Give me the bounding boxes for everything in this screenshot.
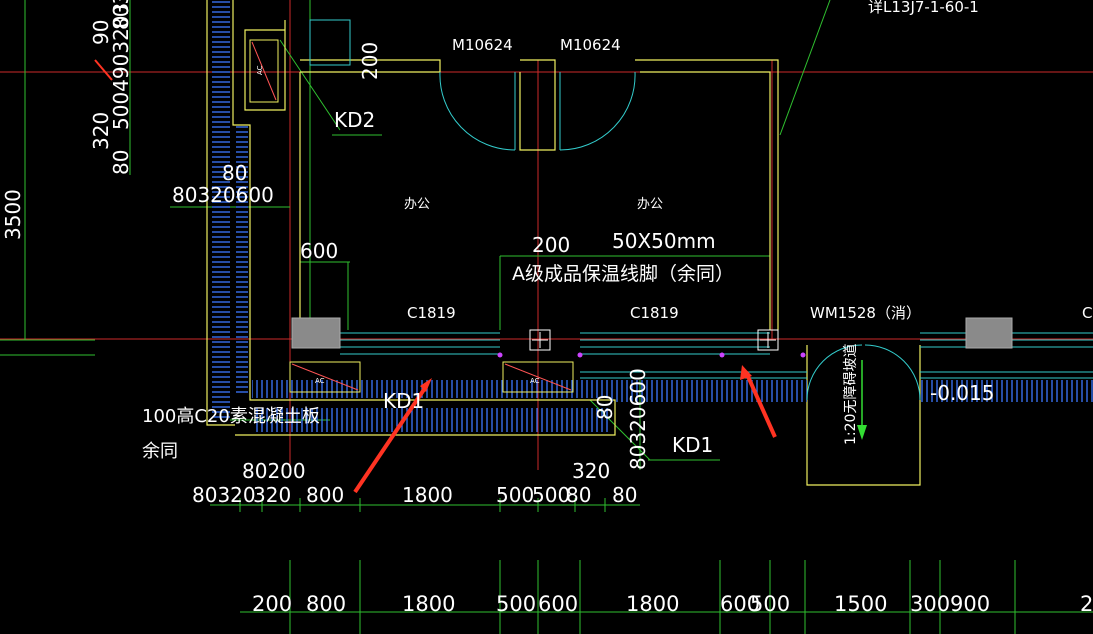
label-level: -0.015	[930, 381, 994, 405]
axis-lines	[0, 0, 1093, 470]
dim-row1-b: 320	[572, 459, 610, 483]
dim-row3-1: 800	[306, 592, 346, 616]
label-slab-note: 100高C20素混凝土板	[142, 406, 320, 427]
dim-row2-6: 80	[566, 483, 591, 507]
dim-vert-e: 80	[109, 150, 133, 175]
dim-row3-10: 900	[950, 592, 990, 616]
dim-top-200: 200	[358, 42, 382, 80]
label-door-left: M10624	[452, 36, 513, 54]
dim-row3-3: 500	[496, 592, 536, 616]
label-kd-bottom-left: KD1	[383, 389, 424, 413]
dimension-texts: 3500 90 5004903203 8032 320 80 200 80 80…	[1, 0, 650, 483]
arrow-small	[94, 59, 113, 81]
label-door-right: M10624	[560, 36, 621, 54]
label-ac-right: AC	[530, 377, 540, 385]
windows	[340, 332, 1093, 379]
label-ac-left: AC	[315, 377, 325, 385]
label-window-partial: C	[1082, 304, 1092, 322]
label-ac-top: AC	[256, 65, 264, 75]
dim-inner-stack: 80320600	[172, 183, 274, 207]
dim-row3-4: 600	[538, 592, 578, 616]
dim-row3-7: 500	[750, 592, 790, 616]
dim-inner-80: 80	[222, 161, 247, 185]
label-room-right: 办公	[637, 197, 663, 212]
dim-row2-1: 320	[253, 483, 291, 507]
dim-vert-c: 8032	[109, 0, 133, 30]
dim-row2-0: 80320	[192, 483, 256, 507]
dim-vertical-left: 3500	[1, 189, 25, 240]
nodes	[497, 352, 806, 358]
dim-row2-5: 500	[532, 483, 570, 507]
dim-row2-7: 80	[612, 483, 637, 507]
arrow-right	[744, 371, 777, 438]
text-labels: M10624 M10624 办公 办公 C1819 C1819 C WM1528…	[142, 0, 1092, 462]
columns	[291, 317, 1013, 351]
dim-vert-d: 320	[89, 112, 113, 150]
ac-units	[249, 39, 574, 393]
dim-row2-3: 1800	[402, 483, 453, 507]
label-kd-top: KD2	[334, 108, 375, 132]
walls	[206, 0, 921, 486]
dim-600: 600	[300, 239, 338, 263]
dim-200-mid: 200	[532, 233, 570, 257]
label-window-left: C1819	[407, 304, 456, 322]
doors	[309, 19, 921, 401]
ramp	[857, 360, 867, 440]
dim-row3-8: 1500	[834, 592, 887, 616]
label-kd-bottom-right: KD1	[672, 433, 713, 457]
label-slab-note-tail: 余同	[142, 441, 178, 462]
dim-right-vert: 80320600	[626, 368, 650, 470]
arrow-left-head	[420, 378, 432, 392]
label-door-fire: WM1528（消）	[810, 304, 921, 322]
annotation-arrows	[94, 59, 777, 494]
label-room-left: 办公	[404, 197, 430, 212]
dim-vert-b: 5004903203	[109, 3, 133, 130]
dim-row3-5: 1800	[626, 592, 679, 616]
dim-row2-4: 500	[496, 483, 534, 507]
label-baseboard-note: A级成品保温线脚（余同）	[512, 263, 734, 285]
label-window-right: C1819	[630, 304, 679, 322]
dim-row3-11: 2	[1080, 592, 1093, 616]
dim-row3-2: 1800	[402, 592, 455, 616]
dim-row3-6: 600	[720, 592, 760, 616]
dimension-ticks	[239, 498, 1016, 634]
dim-row1-a: 80200	[242, 459, 306, 483]
arrow-left	[353, 386, 427, 494]
dimension-lines	[0, 0, 1093, 613]
label-ramp: 1:20无障碍坡道	[843, 344, 859, 445]
dim-row3-9: 300	[910, 592, 950, 616]
label-ref-top-right: 详L13J7-1-60-1	[868, 0, 979, 16]
dim-row3-0: 200	[252, 592, 292, 616]
arrow-right-head	[740, 365, 752, 380]
dim-vert-a: 90	[89, 20, 113, 45]
label-baseboard-size: 50X50mm	[612, 229, 716, 253]
dim-right-vert-80: 80	[593, 395, 617, 420]
dim-row2-2: 800	[306, 483, 344, 507]
